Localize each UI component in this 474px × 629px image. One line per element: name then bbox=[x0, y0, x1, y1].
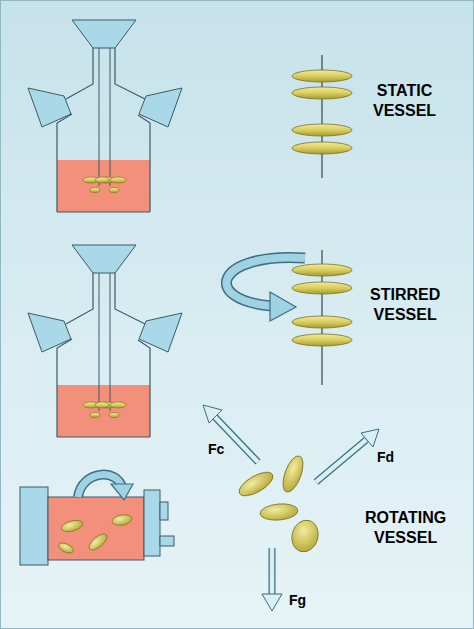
vessel-title: ROTATING VESSEL bbox=[365, 508, 446, 548]
static-vessel bbox=[28, 20, 182, 212]
vessel-title: STIRRED VESSEL bbox=[370, 285, 440, 325]
vessel-title: STATIC VESSEL bbox=[373, 81, 436, 121]
force-label: Fc bbox=[208, 441, 224, 457]
force-label: Fg bbox=[289, 592, 306, 608]
stirred-vessel bbox=[28, 245, 182, 437]
force-label: Fd bbox=[377, 449, 394, 465]
force-arrows bbox=[203, 405, 379, 611]
